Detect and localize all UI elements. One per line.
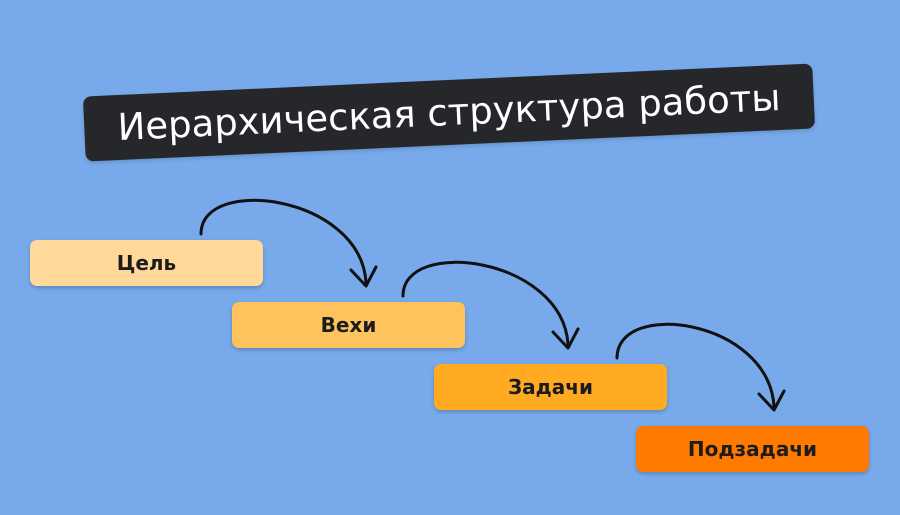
diagram-title: Иерархическая структура работы [116, 75, 782, 150]
title-banner: Иерархическая структура работы [82, 63, 816, 162]
step-label: Вехи [320, 313, 377, 337]
step-label: Задачи [507, 375, 594, 399]
step-box-subtasks: Подзадачи [636, 426, 869, 472]
step-label: Цель [116, 251, 177, 275]
step-box-tasks: Задачи [434, 364, 667, 410]
step-box-goal: Цель [30, 240, 263, 286]
step-box-milestones: Вехи [232, 302, 465, 348]
step-label: Подзадачи [687, 437, 818, 461]
